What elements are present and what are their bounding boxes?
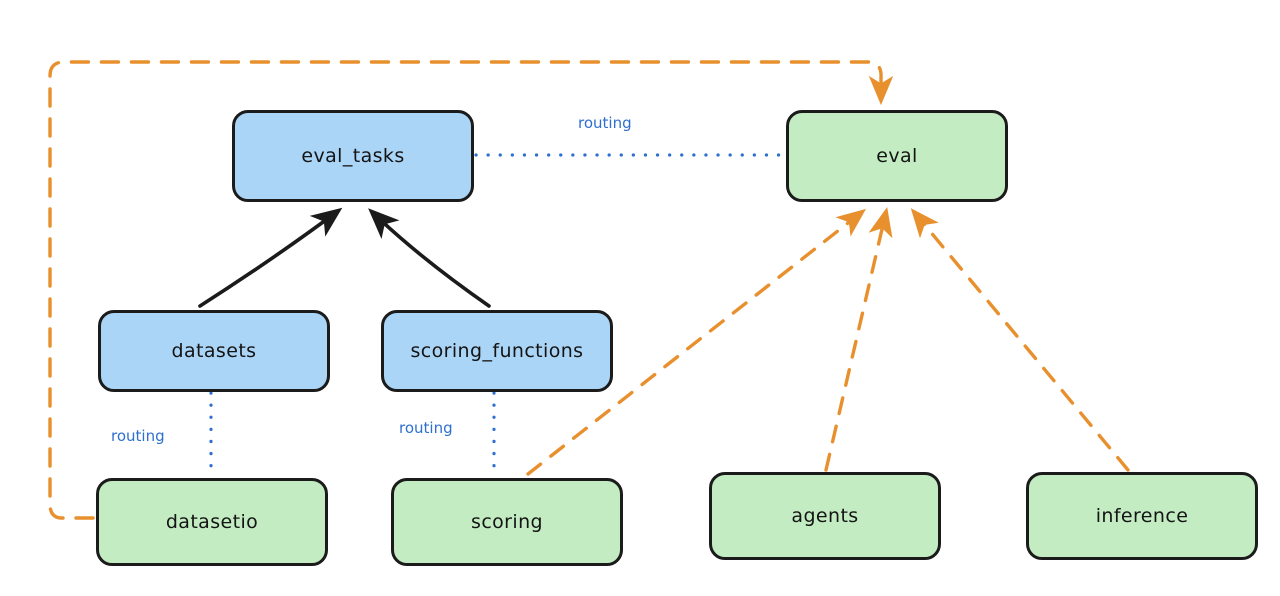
edge-datasets-to-eval-tasks bbox=[198, 207, 343, 308]
edge-label-routing-middle: routing bbox=[399, 419, 453, 437]
node-scoring-functions[interactable]: scoring_functions bbox=[381, 310, 613, 392]
node-agents[interactable]: agents bbox=[709, 472, 941, 560]
node-datasetio[interactable]: datasetio bbox=[96, 478, 328, 566]
node-scoring[interactable]: scoring bbox=[391, 478, 623, 566]
edge-datasetio-to-eval bbox=[48, 60, 894, 520]
edge-scoring-functions-to-eval-tasks bbox=[368, 208, 491, 308]
edge-inference-to-eval bbox=[910, 208, 1130, 472]
node-scoring-label: scoring bbox=[471, 511, 543, 533]
node-eval-tasks[interactable]: eval_tasks bbox=[232, 110, 474, 202]
edge-agents-to-eval bbox=[824, 207, 893, 472]
node-agents-label: agents bbox=[791, 505, 859, 527]
node-inference[interactable]: inference bbox=[1026, 472, 1258, 560]
node-eval-tasks-label: eval_tasks bbox=[301, 145, 405, 167]
node-eval-label: eval bbox=[876, 145, 918, 167]
node-datasets[interactable]: datasets bbox=[98, 310, 330, 392]
node-scoring-functions-label: scoring_functions bbox=[410, 340, 584, 362]
node-datasets-label: datasets bbox=[171, 340, 257, 362]
node-inference-label: inference bbox=[1095, 505, 1189, 527]
node-eval[interactable]: eval bbox=[786, 110, 1008, 202]
node-datasetio-label: datasetio bbox=[165, 511, 259, 533]
edge-scoring-to-eval bbox=[526, 208, 867, 476]
edge-label-routing-left: routing bbox=[111, 427, 165, 445]
edge-label-routing-top: routing bbox=[578, 114, 632, 132]
